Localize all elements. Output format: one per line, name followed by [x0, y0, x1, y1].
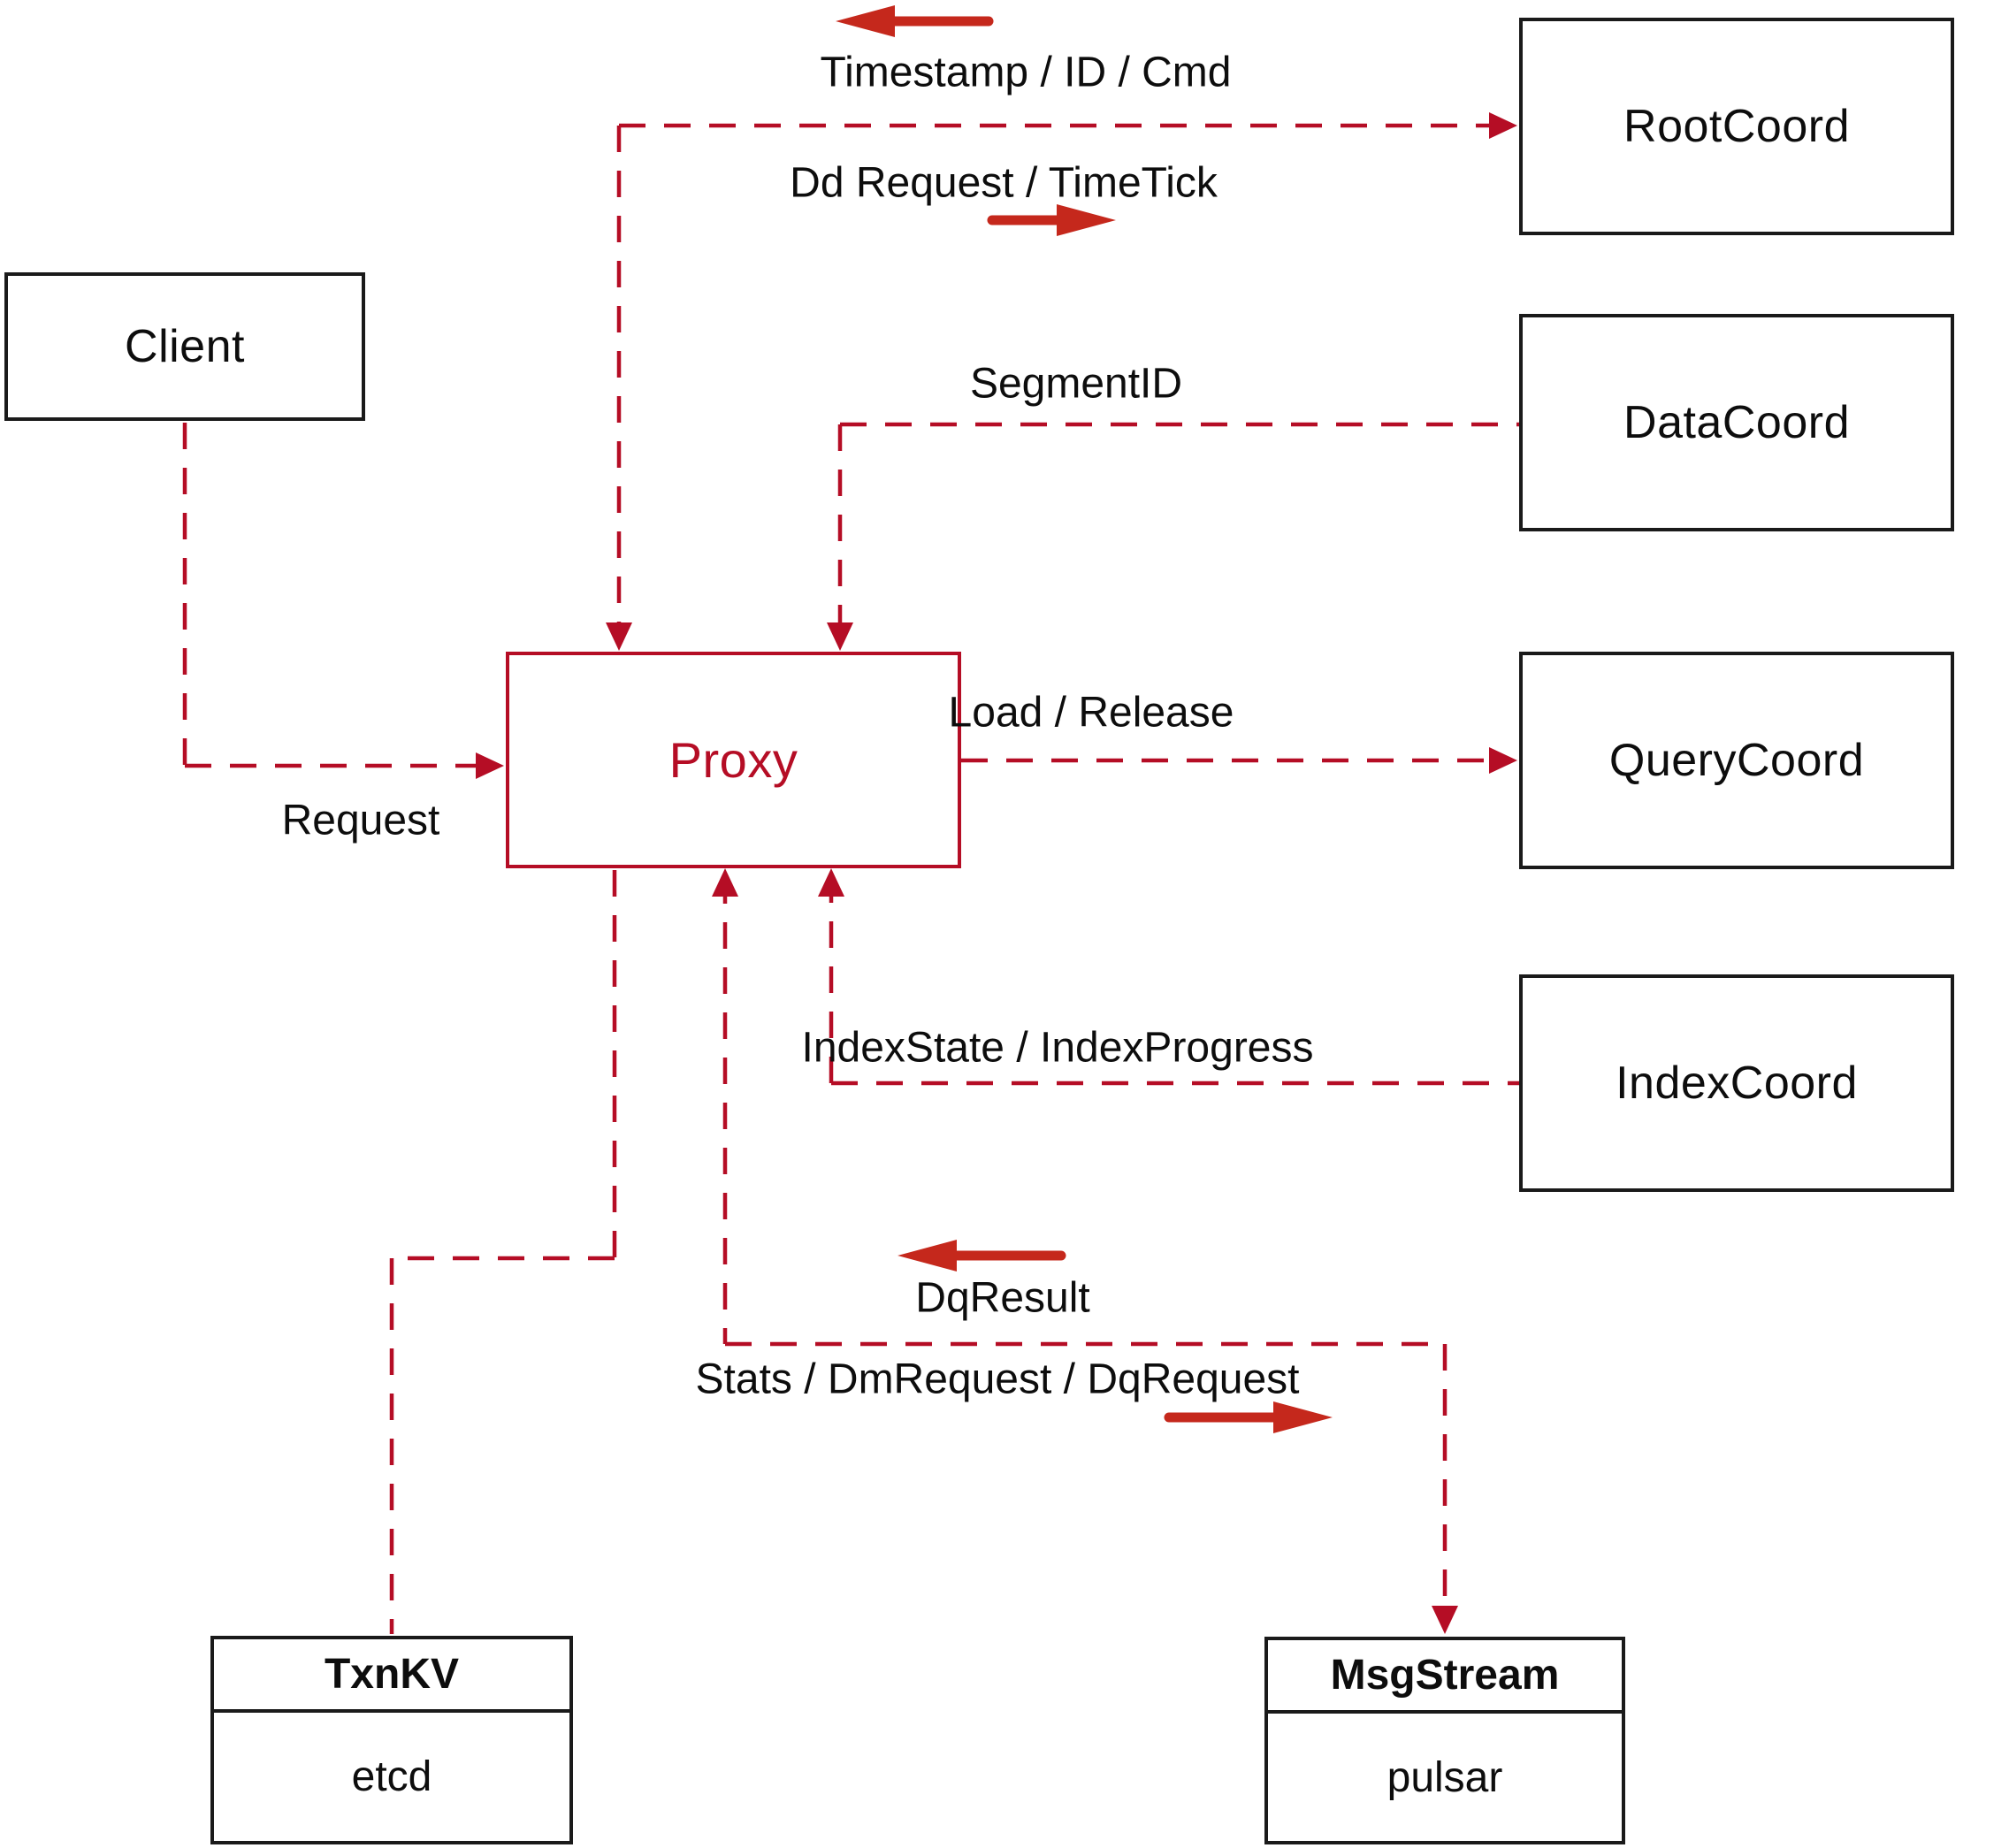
node-msgstream-title: MsgStream [1268, 1640, 1622, 1714]
node-client-label: Client [125, 321, 245, 372]
arrowhead-into-querycoord [1489, 747, 1517, 774]
edge-label-stats-dmrequest-dqrequest: Stats / DmRequest / DqRequest [695, 1355, 1300, 1403]
edge-label-request: Request [281, 797, 440, 844]
node-txnkv-impl: etcd [351, 1753, 432, 1800]
edge-label-dqresult: DqResult [915, 1274, 1090, 1322]
node-rootcoord-label: RootCoord [1623, 101, 1850, 152]
node-txnkv-title: TxnKV [214, 1639, 569, 1713]
arrowhead-into-proxy-bottom-right [818, 868, 844, 897]
node-datacoord[interactable]: DataCoord [1519, 314, 1954, 531]
direction-arrow-ddrequest-right [987, 204, 1116, 236]
node-msgstream-impl: pulsar [1386, 1753, 1503, 1801]
node-querycoord-label: QueryCoord [1608, 735, 1865, 786]
edge-label-timestamp-id-cmd: Timestamp / ID / Cmd [820, 49, 1232, 96]
node-indexcoord[interactable]: IndexCoord [1519, 974, 1954, 1192]
edge-label-load-release: Load / Release [948, 689, 1234, 737]
arrowhead-into-msgstream [1432, 1606, 1458, 1634]
node-client[interactable]: Client [4, 272, 365, 421]
node-msgstream[interactable]: MsgStream pulsar [1264, 1637, 1625, 1844]
direction-arrow-timestamp-left [836, 5, 994, 37]
node-proxy[interactable]: Proxy [506, 652, 961, 868]
arrowhead-into-proxy-top-right [827, 622, 853, 651]
direction-arrow-dqresult-left [898, 1240, 1066, 1271]
node-datacoord-label: DataCoord [1623, 397, 1850, 448]
node-querycoord[interactable]: QueryCoord [1519, 652, 1954, 869]
node-proxy-label: Proxy [668, 732, 798, 788]
arrowhead-into-proxy-bottom-middle [712, 868, 738, 897]
node-indexcoord-label: IndexCoord [1616, 1058, 1858, 1109]
arrowhead-into-rootcoord [1489, 112, 1517, 139]
node-txnkv[interactable]: TxnKV etcd [210, 1636, 573, 1844]
edge-label-indexstate-indexprogress: IndexState / IndexProgress [801, 1024, 1314, 1072]
edge-label-segmentid: SegmentID [969, 360, 1183, 408]
edge-label-dd-request-timetick: Dd Request / TimeTick [790, 159, 1218, 207]
direction-arrow-stats-right [1164, 1401, 1333, 1433]
arrowhead-into-proxy-top-left [606, 622, 632, 651]
node-rootcoord[interactable]: RootCoord [1519, 18, 1954, 235]
arrowhead-into-proxy-left [476, 752, 504, 779]
